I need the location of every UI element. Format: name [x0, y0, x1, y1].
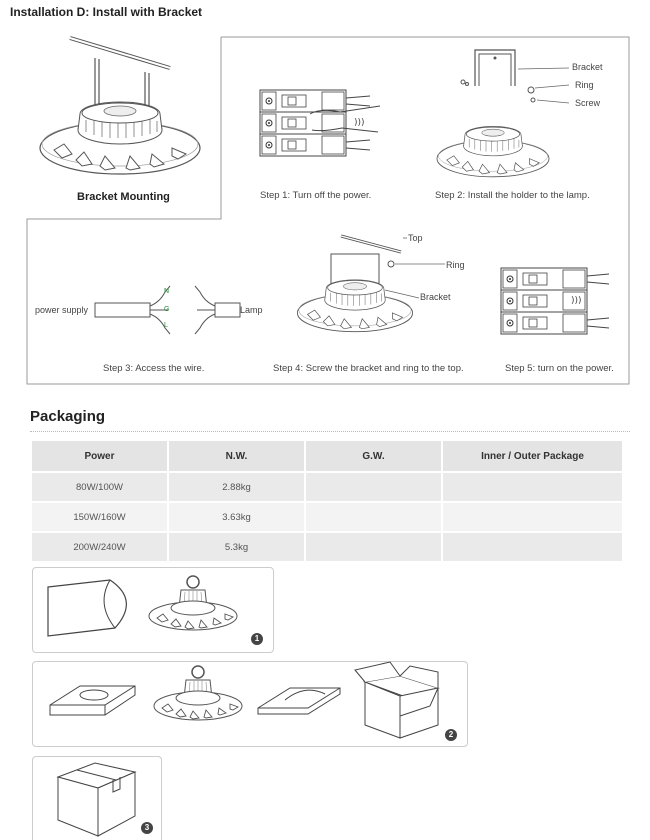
step-number-badge: 1	[251, 633, 263, 645]
table-header-row: Power N.W. G.W. Inner / Outer Package	[32, 441, 622, 472]
column-header: Inner / Outer Package	[442, 441, 622, 472]
foam-tray-illustration	[257, 687, 341, 715]
table-cell: 80W/100W	[32, 471, 169, 502]
label-ring: Ring	[575, 80, 594, 90]
installation-diagram: )))	[26, 36, 630, 385]
bracket-mounting-caption: Bracket Mounting	[77, 191, 170, 203]
label-power-supply: power supply	[35, 305, 89, 315]
table-cell: 150W/160W	[32, 501, 169, 532]
packaging-illustrations	[47, 575, 440, 837]
table-cell	[305, 471, 443, 502]
packaging-table: Power N.W. G.W. Inner / Outer Package 80…	[32, 441, 622, 561]
bag-illustration	[47, 579, 127, 637]
bracket-mounting-illustration	[39, 36, 201, 175]
label-g: G	[164, 306, 170, 313]
open-carton-illustration	[354, 661, 440, 739]
table-row: 150W/160W 3.63kg	[32, 501, 622, 532]
foam-insert-illustration	[49, 685, 136, 716]
step-number-badge: 3	[141, 822, 153, 834]
label-ring-step4: Ring	[446, 260, 465, 270]
step2-caption: Step 2: Install the holder to the lamp.	[435, 190, 590, 201]
table-cell: 5.3kg	[168, 531, 306, 561]
step4-lamp-illustration	[296, 234, 445, 333]
step1-caption: Step 1: Turn off the power.	[260, 190, 372, 201]
svg-text:))): )))	[354, 118, 365, 128]
step1-switch-illustration: )))	[259, 89, 381, 157]
divider	[30, 431, 630, 432]
step5-caption: Step 5: turn on the power.	[505, 363, 614, 374]
step5-switch-illustration: )))	[500, 267, 610, 335]
table-cell	[442, 471, 622, 502]
table-row: 80W/100W 2.88kg	[32, 471, 622, 502]
step3-wire-illustration	[94, 285, 241, 335]
label-screw: Screw	[575, 98, 601, 108]
column-header: G.W.	[305, 441, 443, 472]
table-cell: 2.88kg	[168, 471, 306, 502]
column-header: Power	[32, 441, 169, 472]
step3-caption: Step 3: Access the wire.	[103, 363, 205, 374]
table-cell	[305, 501, 443, 532]
label-bracket-step4: Bracket	[420, 292, 451, 302]
step2-lamp-illustration	[436, 49, 570, 178]
closed-carton-illustration	[56, 762, 137, 837]
section-title: Installation D: Install with Bracket	[10, 5, 203, 19]
table-cell	[442, 501, 622, 532]
table-cell: 3.63kg	[168, 501, 306, 532]
table-cell: 200W/240W	[32, 531, 169, 561]
label-n: N	[164, 288, 170, 295]
label-top: Top	[408, 233, 423, 243]
label-bracket: Bracket	[572, 62, 603, 72]
label-lamp: Lamp	[240, 305, 263, 315]
table-cell	[305, 531, 443, 561]
step4-caption: Step 4: Screw the bracket and ring to th…	[273, 363, 464, 374]
packaging-title: Packaging	[30, 408, 106, 425]
svg-text:))): )))	[571, 296, 582, 306]
table-cell	[442, 531, 622, 561]
label-l: L	[164, 322, 168, 329]
column-header: N.W.	[168, 441, 306, 472]
table-row: 200W/240W 5.3kg	[32, 531, 622, 561]
step-number-badge: 2	[445, 729, 457, 741]
